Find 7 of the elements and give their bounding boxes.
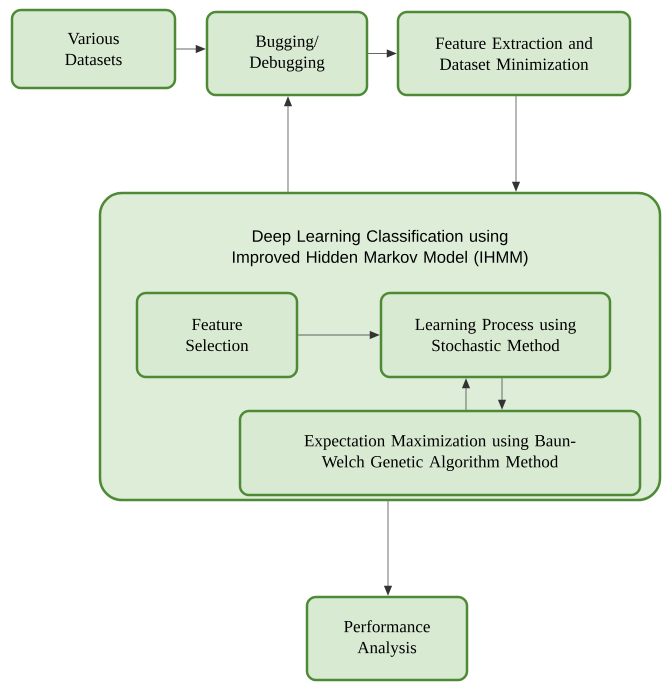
process-box: Learning Process using Stochastic Method (380, 292, 612, 378)
process-box: Feature Extraction and Dataset Minimization (396, 10, 632, 96)
process-box: Various Datasets (10, 8, 176, 90)
process-box: Performance Analysis (306, 596, 468, 682)
process-box: Feature Selection (136, 292, 298, 378)
process-box: Expectation Maximization using Baun-Welch Genetic Algorithm Method (238, 410, 642, 496)
process-box: Bugging/ Debugging (206, 10, 368, 96)
